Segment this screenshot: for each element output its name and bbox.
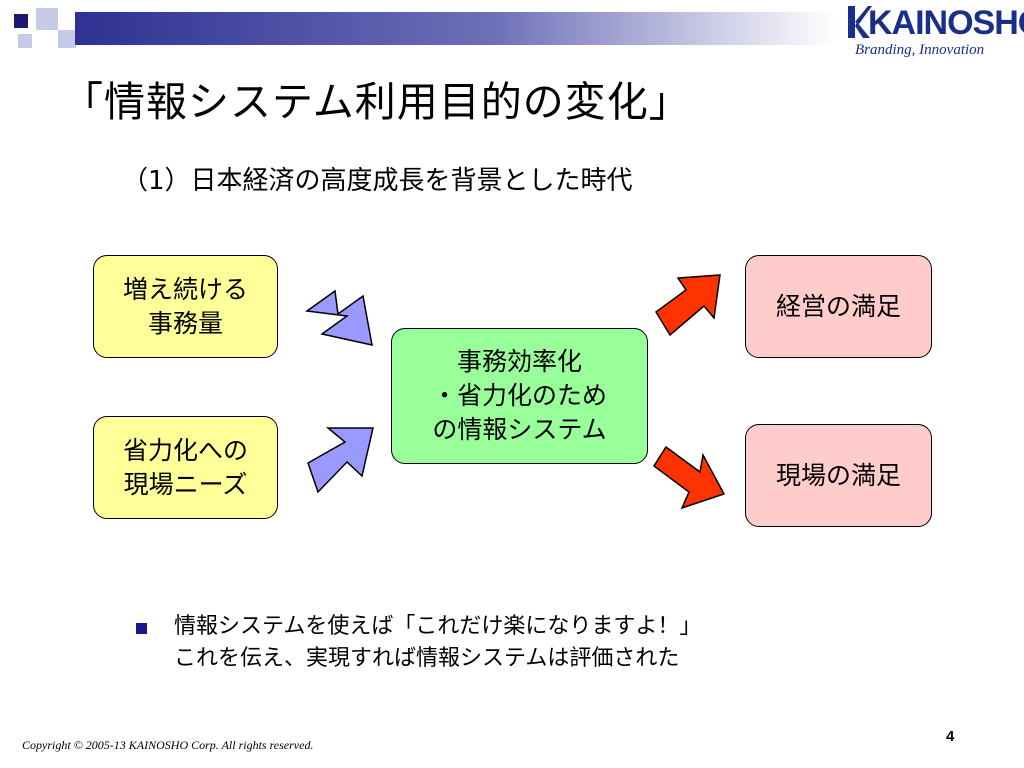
decor-square bbox=[14, 14, 28, 28]
decor-square bbox=[58, 30, 76, 48]
arrow-output-top bbox=[655, 274, 721, 337]
bullet-square-icon bbox=[136, 623, 147, 634]
page-number: 4 bbox=[946, 728, 955, 745]
header-bar bbox=[75, 12, 835, 45]
arrow-input-top bbox=[305, 289, 373, 346]
bullet-text: 情報システムを使えば「これだけ楽になりますよ！」 これを伝え、実現すれば情報シス… bbox=[174, 611, 701, 675]
decor-square bbox=[18, 34, 32, 48]
bullet-line-2: これを伝え、実現すれば情報システムは評価された bbox=[174, 646, 680, 671]
logo-text: KAINOSHO bbox=[868, 4, 1024, 42]
input-box-labor-saving: 省力化への 現場ニーズ bbox=[93, 416, 278, 519]
decor-square bbox=[36, 30, 58, 48]
decor-square bbox=[36, 8, 58, 30]
slide-subtitle: （1）日本経済の高度成長を背景とした時代 bbox=[122, 166, 633, 196]
copyright-text: Copyright © 2005-13 KAINOSHO Corp. All r… bbox=[22, 738, 314, 752]
bullet-line-1: 情報システムを使えば「これだけ楽になりますよ！」 bbox=[174, 614, 702, 639]
arrow-input-bottom bbox=[307, 427, 374, 494]
slide-title: 「情報システム利用目的の変化」 bbox=[62, 78, 691, 126]
logo-tagline: Branding, Innovation bbox=[855, 42, 985, 58]
arrow-output-bottom bbox=[652, 445, 726, 510]
output-box-management: 経営の満足 bbox=[745, 255, 932, 358]
logo-mark-icon bbox=[848, 6, 872, 38]
center-box-info-system: 事務効率化 ・省力化のため の情報システム bbox=[391, 328, 648, 464]
output-box-field: 現場の満足 bbox=[745, 424, 932, 527]
input-box-workload: 増え続ける 事務量 bbox=[93, 255, 278, 358]
